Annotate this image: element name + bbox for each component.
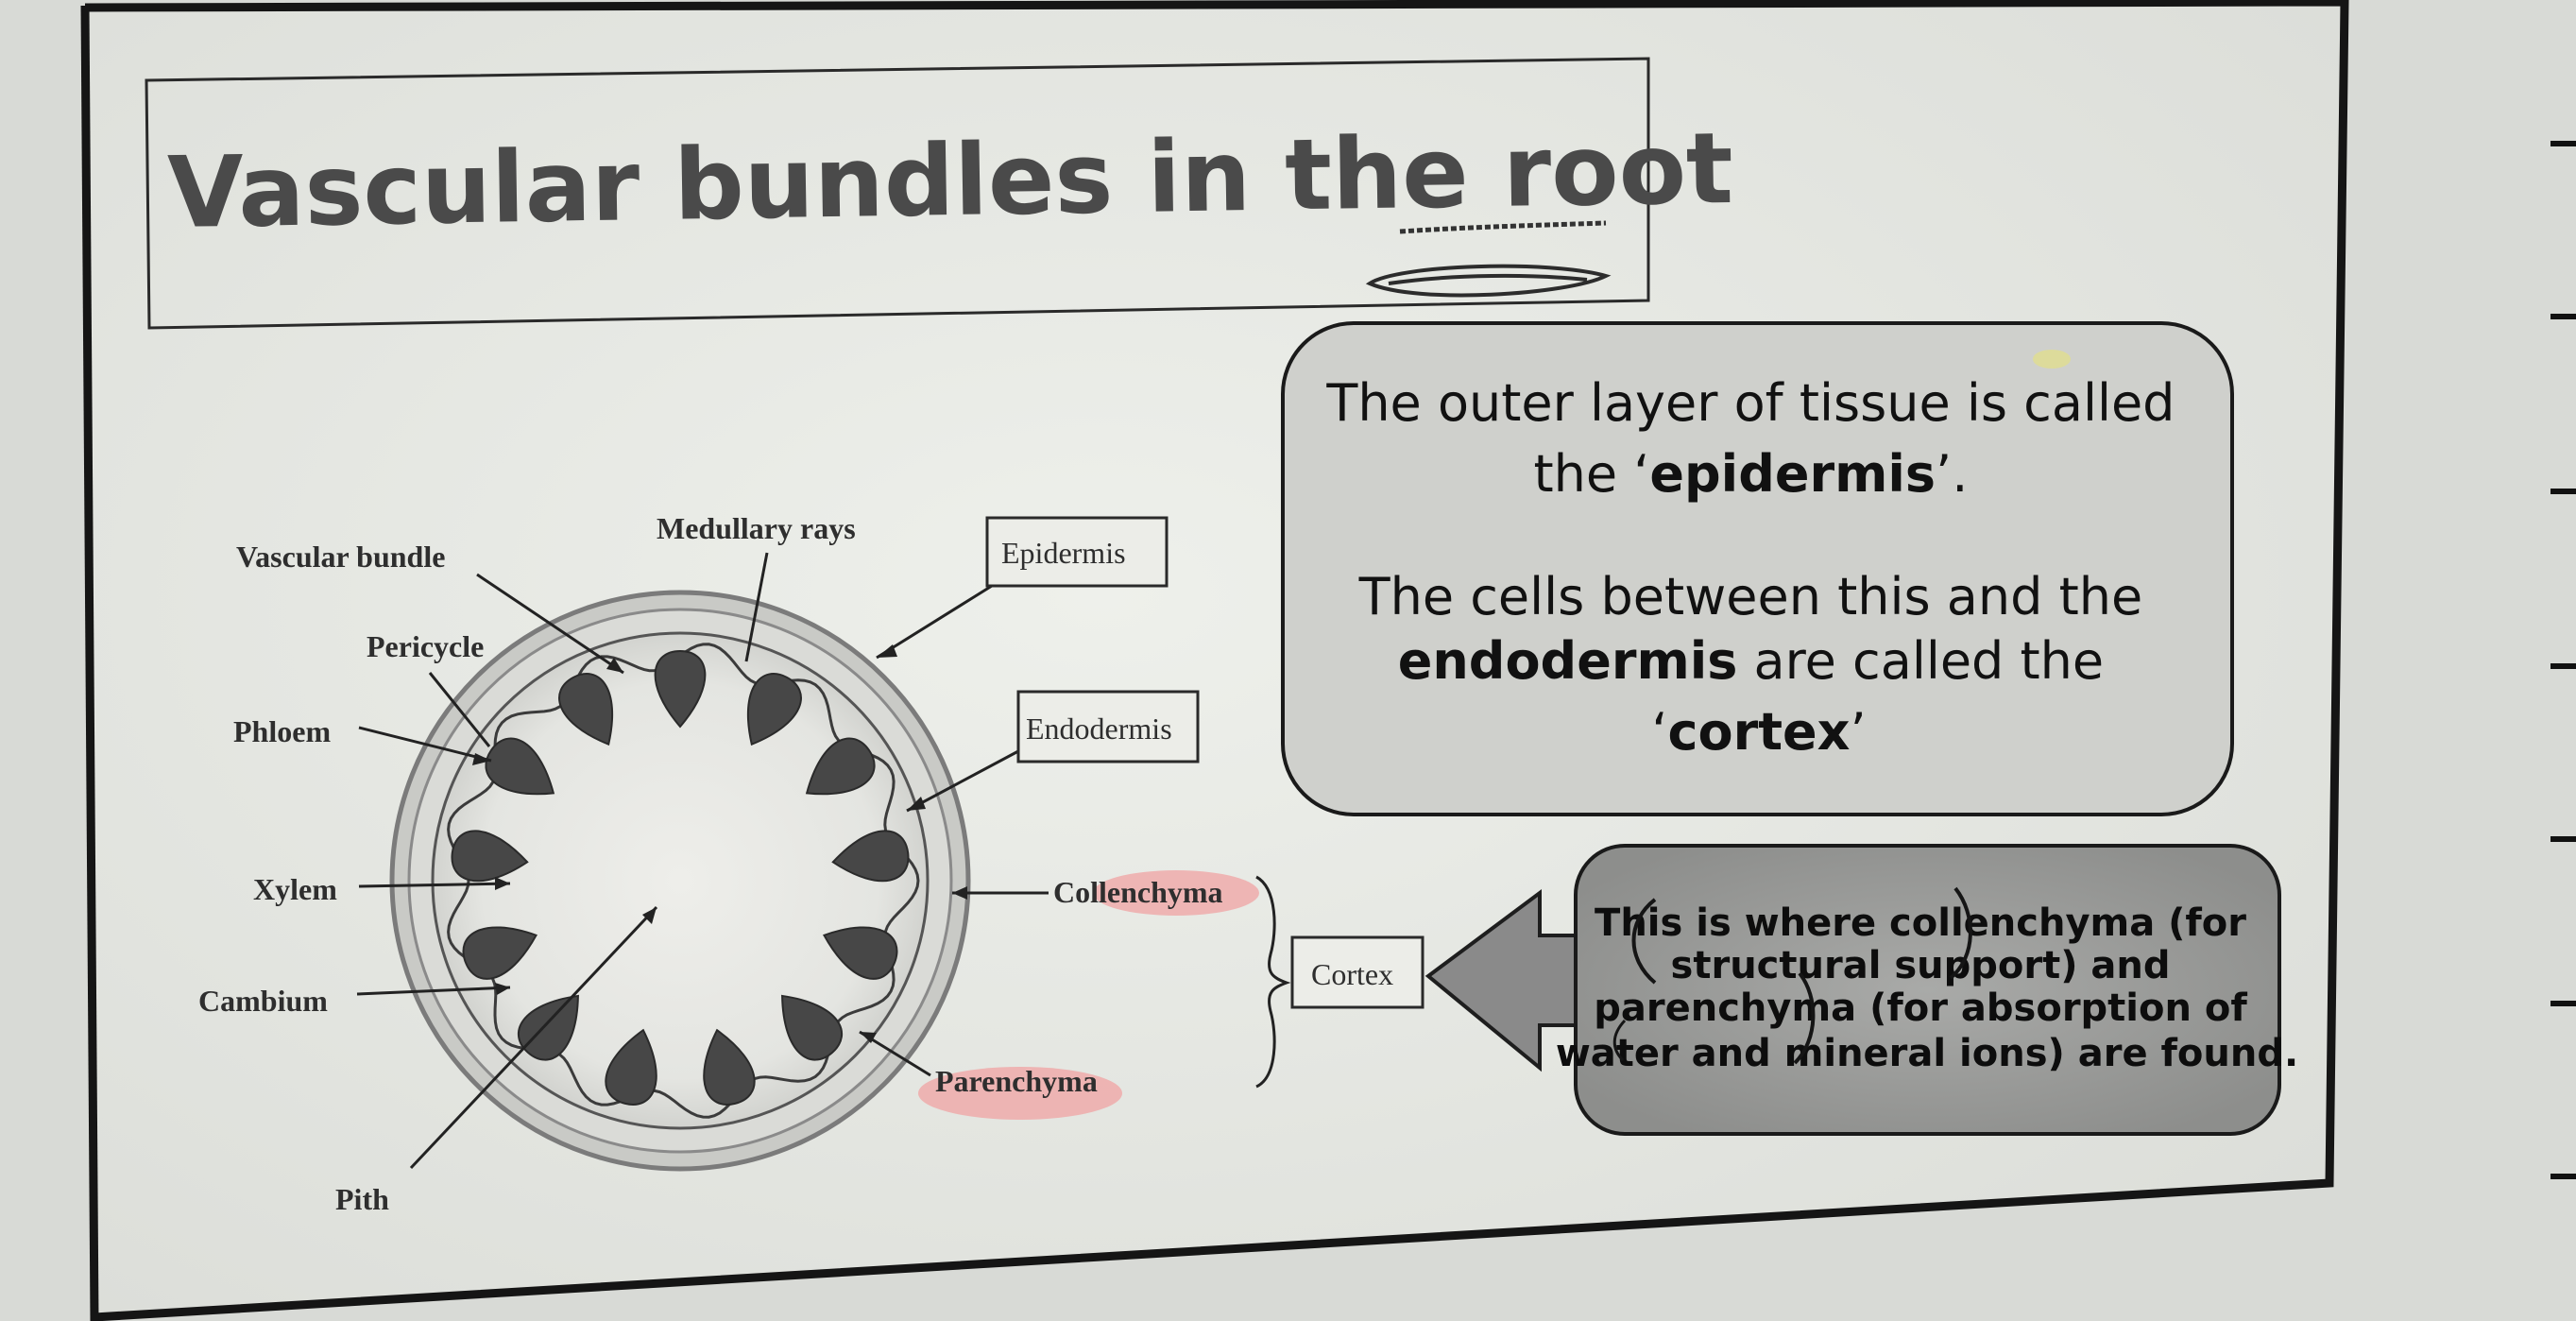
label-cortex: Cortex: [1311, 957, 1393, 991]
highlight-collenchyma: [1093, 870, 1259, 916]
label-vascular-bundle: Vascular bundle: [236, 540, 445, 574]
info-box-top-text: The outer layer of tissue is called the …: [1325, 373, 2191, 762]
leader-phloem: [358, 726, 492, 763]
label-medullary-rays: Medullary rays: [657, 511, 856, 545]
vascular-bundle: [654, 649, 707, 729]
label-phloem: Phloem: [233, 714, 331, 748]
pen-bracket-parenchyma-right: [1793, 971, 1816, 1065]
info-box-top: The outer layer of tissue is called the …: [1281, 321, 2234, 816]
underline-scribble-loop: [1365, 264, 1612, 298]
title-root-word: root: [1502, 111, 1734, 230]
page-title: Vascular bundles in the root: [166, 111, 1733, 250]
label-pericycle: Pericycle: [367, 629, 484, 663]
endodermis-label-box: Endodermis: [1016, 690, 1200, 763]
pen-bracket-collenchyma-left: [1631, 898, 1657, 985]
cortex-label-box: Cortex: [1290, 935, 1424, 1009]
label-endodermis: Endodermis: [1026, 712, 1172, 746]
vascular-bundle: [518, 994, 579, 1061]
leader-epidermis: [876, 584, 993, 660]
leader-pericycle: [428, 672, 491, 747]
epidermis-label-box: Epidermis: [985, 516, 1169, 588]
label-parenchyma: Parenchyma: [935, 1064, 1098, 1098]
label-xylem: Xylem: [253, 872, 337, 906]
info-box-cortex: This is where collenchyma (for structura…: [1556, 844, 2298, 1136]
vascular-bundle: [558, 673, 614, 746]
vascular-bundle: [831, 830, 910, 883]
highlight-parenchyma: [918, 1067, 1122, 1120]
slide-border: [84, 0, 2349, 1321]
ruler-ticks: [2550, 141, 2576, 1179]
label-epidermis: Epidermis: [1001, 536, 1126, 570]
vascular-bundles: [451, 649, 910, 1106]
leader-xylem: [358, 882, 511, 888]
root-diagram: [389, 590, 971, 1172]
info-box-cortex-text: This is where collenchyma (for structura…: [1556, 901, 2298, 1075]
vascular-bundle: [822, 926, 898, 980]
leader-medullary-rays: [744, 552, 769, 662]
vascular-bundle: [703, 1028, 756, 1106]
underline-scribble: [1399, 220, 1607, 234]
label-collenchyma: Collenchyma: [1053, 875, 1223, 909]
pen-bracket-collenchyma-right: [1949, 886, 1972, 980]
vascular-bundle: [451, 830, 529, 883]
vascular-bundle: [805, 737, 876, 796]
vascular-bundle: [462, 926, 538, 980]
slide-border-left: [80, 5, 99, 1321]
vascular-bundle: [485, 737, 555, 796]
title-box: Vascular bundles in the root: [145, 57, 1734, 330]
leader-cambium: [356, 986, 511, 996]
label-cambium: Cambium: [198, 984, 328, 1018]
cortex-brace: [1255, 875, 1291, 1089]
leader-vascular-bundle: [476, 573, 624, 675]
vascular-bundle: [781, 994, 843, 1061]
label-pith: Pith: [335, 1182, 389, 1216]
vascular-bundle: [746, 673, 802, 746]
leader-endodermis: [906, 749, 1019, 813]
vascular-bundle: [605, 1028, 657, 1106]
leader-pith: [409, 905, 658, 1170]
pen-bracket-parenchyma-left: [1612, 1019, 1627, 1062]
leader-arrowheads: [472, 644, 967, 1043]
highlight-fleck: [2033, 350, 2071, 369]
leader-lines: [356, 552, 1049, 1170]
